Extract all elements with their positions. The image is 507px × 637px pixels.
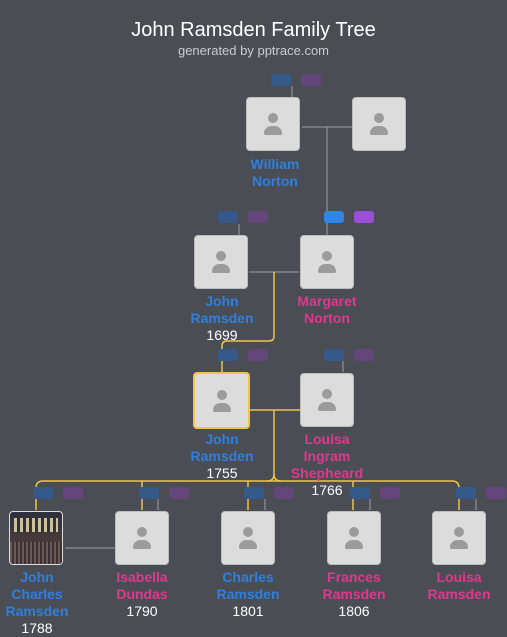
expand-ancestors-father-button[interactable] <box>350 487 370 499</box>
person-name: Louisa Ramsden <box>427 569 491 602</box>
expand-ancestors-mother-button[interactable] <box>301 74 321 86</box>
person-icon <box>211 388 233 414</box>
person-year: 1755 <box>206 465 238 481</box>
expand-ancestors-father-button[interactable] <box>33 487 53 499</box>
expand-ancestors-mother-button[interactable] <box>380 487 400 499</box>
person-icon <box>448 525 470 551</box>
person-card-spouse[interactable] <box>352 97 406 151</box>
person-icon <box>316 249 338 275</box>
expand-ancestors-father-button[interactable] <box>271 74 291 86</box>
person-card-john-ramsden-1755[interactable] <box>193 372 250 429</box>
expand-ancestors-mother-button[interactable] <box>248 211 268 223</box>
person-name: Louisa Ingram Shepheard <box>290 431 364 481</box>
person-card-frances-ramsden[interactable] <box>327 511 381 565</box>
person-year: 1699 <box>206 327 238 343</box>
person-name: Isabella Dundas <box>116 569 168 602</box>
person-year: 1766 <box>311 482 343 498</box>
person-year: 1801 <box>232 603 264 619</box>
page-title: John Ramsden Family Tree <box>131 19 376 41</box>
person-icon <box>131 525 153 551</box>
expand-ancestors-father-button[interactable] <box>324 211 344 223</box>
person-icon <box>343 525 365 551</box>
person-card-louisa-shepheard[interactable] <box>300 373 354 427</box>
expand-ancestors-mother-button[interactable] <box>354 349 374 361</box>
expand-ancestors-father-button[interactable] <box>456 487 476 499</box>
expand-ancestors-father-button[interactable] <box>244 487 264 499</box>
person-card-charles-ramsden[interactable] <box>221 511 275 565</box>
person-name: Margaret Norton <box>297 293 357 326</box>
expand-ancestors-father-button[interactable] <box>218 349 238 361</box>
expand-ancestors-mother-button[interactable] <box>169 487 189 499</box>
person-year: 1806 <box>338 603 370 619</box>
person-icon <box>316 387 338 413</box>
page-subtitle: generated by pptrace.com <box>177 43 330 58</box>
person-name: John Charles Ramsden <box>5 569 69 619</box>
expand-ancestors-mother-button[interactable] <box>248 349 268 361</box>
person-card-isabella-dundas[interactable] <box>115 511 169 565</box>
expand-ancestors-mother-button[interactable] <box>274 487 294 499</box>
person-icon <box>237 525 259 551</box>
person-year: 1790 <box>126 603 158 619</box>
expand-ancestors-mother-button[interactable] <box>354 211 374 223</box>
person-name: Charles Ramsden <box>216 569 280 602</box>
expand-ancestors-mother-button[interactable] <box>486 487 506 499</box>
person-icon <box>368 111 390 137</box>
person-card-john-charles-ramsden[interactable] <box>9 511 63 565</box>
person-name: John Ramsden <box>190 431 254 464</box>
person-card-john-ramsden-1699[interactable] <box>194 235 248 289</box>
expand-ancestors-father-button[interactable] <box>139 487 159 499</box>
person-card-william-norton[interactable] <box>246 97 300 151</box>
portrait-photo <box>14 518 58 532</box>
expand-ancestors-father-button[interactable] <box>218 211 238 223</box>
person-name: Frances Ramsden <box>322 569 386 602</box>
person-name: John Ramsden <box>190 293 254 326</box>
person-card-margaret-norton[interactable] <box>300 235 354 289</box>
expand-ancestors-mother-button[interactable] <box>63 487 83 499</box>
person-name: William Norton <box>250 156 300 189</box>
person-card-louisa-ramsden[interactable] <box>432 511 486 565</box>
person-year: 1788 <box>21 620 53 636</box>
person-icon <box>210 249 232 275</box>
expand-ancestors-father-button[interactable] <box>324 349 344 361</box>
person-icon <box>262 111 284 137</box>
